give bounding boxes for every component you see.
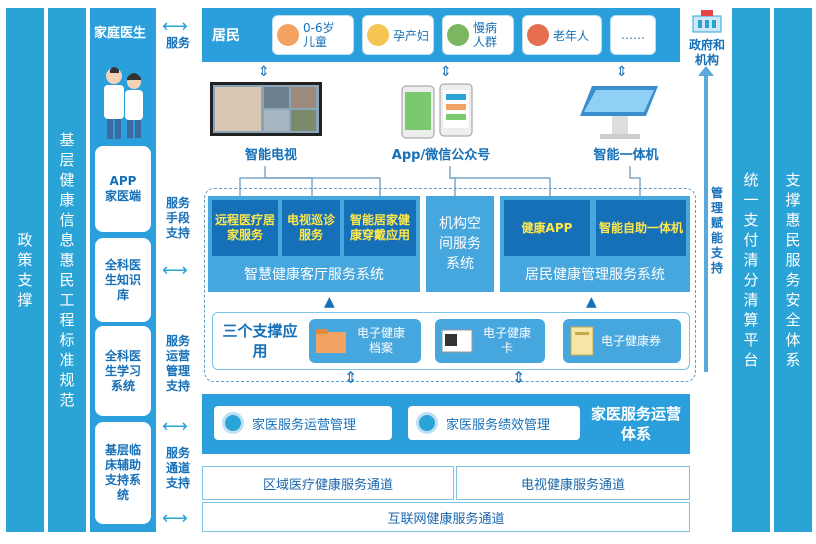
smart-tv-icon <box>210 82 322 136</box>
connector-lines <box>239 166 641 196</box>
pregnant-icon <box>367 24 389 46</box>
mgmt-label: 管理赋能支持 <box>709 186 725 276</box>
left-card-clinical: 基层临床辅助支持系统 <box>95 422 151 524</box>
ops-label: 服务运营管理支持 <box>165 334 190 393</box>
group-more: …… <box>610 15 656 55</box>
chronic-icon <box>447 24 469 46</box>
updown-arrow-icon: ⇕ <box>616 64 628 80</box>
up-arrow-icon: ▲ <box>324 294 335 310</box>
space-system: 机构空间服务系统 <box>426 196 494 292</box>
security-system-label: 支撑惠民服务安全体系 <box>785 171 801 369</box>
left-card-app: APP家医端 <box>95 146 151 232</box>
left-card-knowledge: 全科医生知识库 <box>95 238 151 322</box>
doctor-figure-icon <box>104 67 143 139</box>
ops-title: 家医服务运营体系 <box>590 405 681 443</box>
voucher-icon <box>570 326 594 356</box>
ops-system: 家医服务运营管理 家医服务绩效管理 家医服务运营体系 <box>202 394 690 454</box>
building-icon <box>692 10 722 33</box>
left-card-learning: 全科医生学习系统 <box>95 326 151 416</box>
up-arrow-icon: ▲ <box>586 294 597 310</box>
kiosk-icon <box>580 86 658 139</box>
channel-arrow-icon: ⟷ <box>162 508 188 529</box>
channel-internet: 互联网健康服务通道 <box>202 502 690 532</box>
service-arrow-icon: ⟷ <box>162 16 188 37</box>
family-doctor-column: 家庭医生 APP家医端 全科医生知识库 全科医生学习系统 基层临床辅助支持系统 <box>90 8 156 532</box>
folder-icon <box>316 329 346 353</box>
resident-health-system: 健康APP 智能自助一体机 居民健康管理服务系统 <box>500 196 690 292</box>
health-record-card: 电子健康档案 <box>309 319 421 363</box>
updown-arrow-icon: ⇕ <box>344 368 358 387</box>
group-elderly: 老年人 <box>522 15 602 55</box>
standards-bar: 基层健康信息惠民工程标准规范 <box>48 8 86 532</box>
updown-arrow-icon: ⇕ <box>512 368 526 387</box>
health-voucher: 电子健康券 <box>563 319 681 363</box>
device-kiosk-label: 智能一体机 <box>593 148 659 163</box>
elderly-icon <box>527 24 549 46</box>
three-apps-title: 三个支撑应用 <box>222 322 298 360</box>
channel-tv: 电视健康服务通道 <box>456 466 690 500</box>
security-system-bar: 支撑惠民服务安全体系 <box>774 8 812 532</box>
updown-arrow-icon: ⇕ <box>440 64 452 80</box>
card-icon <box>441 329 473 353</box>
child-icon <box>277 24 299 46</box>
tv-rounds-box: 电视巡诊服务 <box>282 200 340 256</box>
device-tv-label: 智能电视 <box>244 148 297 163</box>
gov-label: 政府和机构 <box>688 38 725 67</box>
smart-hall-system: 远程医疗居家服务 电视巡诊服务 智能居家健康穿戴应用 智慧健康客厅服务系统 <box>208 196 420 292</box>
residents-label: 居民 <box>212 28 240 44</box>
policy-support-label: 政策支撑 <box>17 231 33 309</box>
medkit-icon <box>416 412 438 434</box>
phone-app-icon <box>401 83 473 139</box>
group-pregnant: 孕产妇 <box>362 15 434 55</box>
payment-platform-label: 统一支付清分清算平台 <box>743 171 759 369</box>
self-service-box: 智能自助一体机 <box>596 200 686 256</box>
support-container <box>204 188 696 382</box>
standards-label: 基层健康信息惠民工程标准规范 <box>59 131 75 409</box>
service-label: 服务 <box>165 36 190 50</box>
ops-mgmt-card: 家医服务运营管理 <box>214 406 392 440</box>
updown-arrow-icon: ⇕ <box>258 64 270 80</box>
means-arrow-icon: ⟷ <box>162 260 188 281</box>
headset-icon <box>222 412 244 434</box>
wearable-box: 智能居家健康穿戴应用 <box>344 200 416 256</box>
mgmt-arrow-line <box>704 72 708 372</box>
residents-bar: 居民 0-6岁儿童 孕产妇 慢病人群 老年人 …… <box>202 8 680 62</box>
resident-system-title: 居民健康管理服务系统 <box>525 267 665 283</box>
health-app-box: 健康APP <box>504 200 590 256</box>
ops-perf-card: 家医服务绩效管理 <box>408 406 580 440</box>
channel-label: 服务通道支持 <box>165 446 190 490</box>
health-card: 电子健康卡 <box>435 319 545 363</box>
mgmt-arrow-head-icon <box>698 66 714 76</box>
smart-hall-title: 智慧健康客厅服务系统 <box>244 267 384 283</box>
group-children: 0-6岁儿童 <box>272 15 354 55</box>
ops-arrow-icon: ⟷ <box>162 416 188 437</box>
three-apps-box: 三个支撑应用 电子健康档案 电子健康卡 电子健康券 <box>212 312 690 370</box>
means-label: 服务手段支持 <box>165 196 190 240</box>
group-chronic: 慢病人群 <box>442 15 514 55</box>
device-app-label: App/微信公众号 <box>391 148 491 163</box>
remote-care-box: 远程医疗居家服务 <box>212 200 278 256</box>
channel-regional: 区域医疗健康服务通道 <box>202 466 454 500</box>
policy-support-bar: 政策支撑 <box>6 8 44 532</box>
payment-platform-bar: 统一支付清分清算平台 <box>732 8 770 532</box>
family-doctor-title: 家庭医生 <box>94 26 147 41</box>
